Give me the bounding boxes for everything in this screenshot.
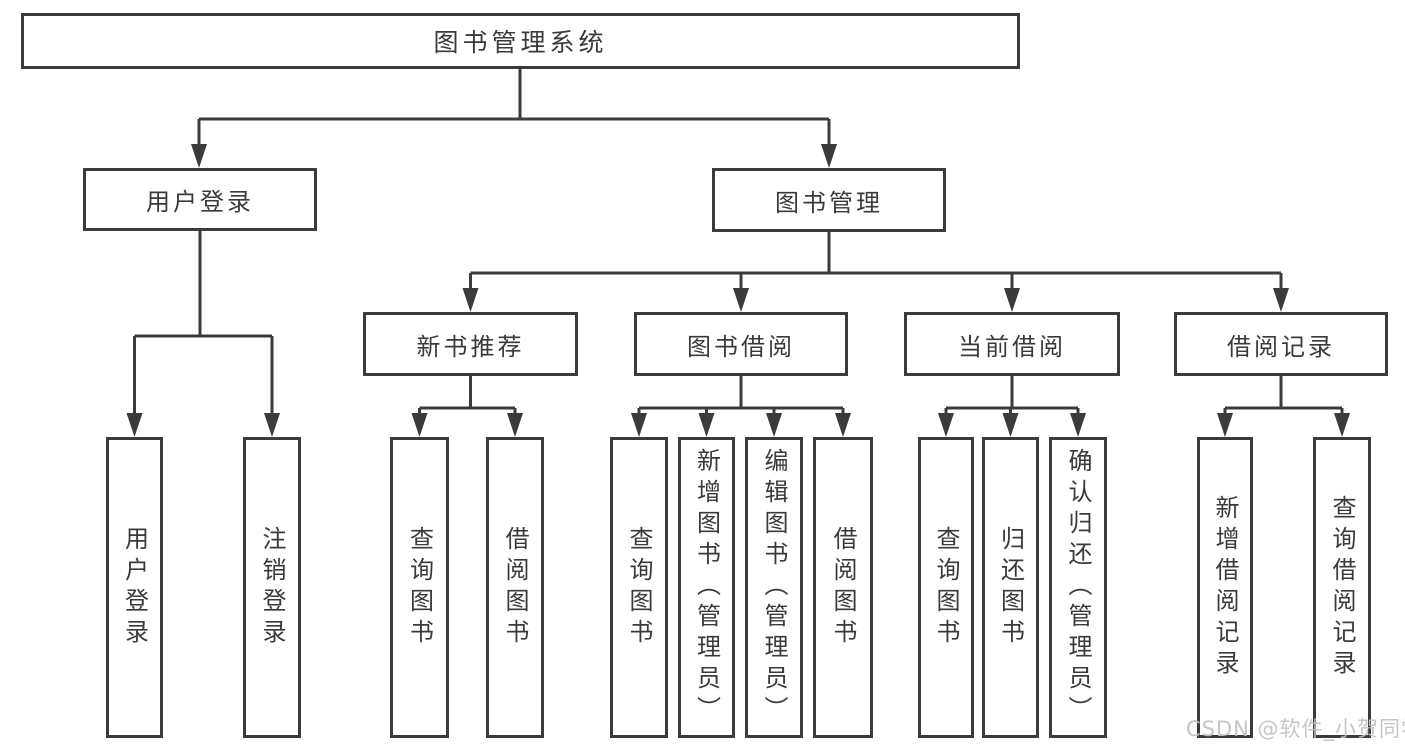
- node-label: 图书管理系统: [433, 28, 608, 57]
- node-label: 新增借阅记录: [1211, 494, 1239, 681]
- leaf-user-login: 用户登录: [106, 437, 163, 738]
- node-label: 借阅图书: [501, 525, 529, 650]
- leaf-recommend-borrow-books: 借阅图书: [486, 437, 544, 738]
- leaf-recommend-query-books: 查询图书: [390, 437, 449, 738]
- node-label: 当前借阅: [958, 332, 1066, 361]
- edge-userlogin-to-leaves: [133, 231, 274, 433]
- node-label: 查询图书: [932, 525, 960, 650]
- leaf-borrowing-edit-books-admin: 编辑图书（管理员）: [745, 437, 803, 738]
- leaf-logout: 注销登录: [243, 437, 301, 738]
- leaf-current-query-books: 查询图书: [918, 437, 974, 738]
- node-label: 查询借阅记录: [1328, 494, 1356, 681]
- edge-bookborrow-to-leaves: [637, 376, 845, 433]
- leaf-borrowing-add-books-admin: 新增图书（管理员）: [678, 437, 735, 738]
- node-label: 编辑图书（管理员）: [760, 448, 788, 727]
- node-label: 新书推荐: [416, 332, 525, 361]
- edge-root-to-level2: [197, 69, 831, 164]
- node-book-borrowing: 图书借阅: [634, 312, 848, 376]
- node-label: 归还图书: [996, 525, 1025, 650]
- node-label: 借阅图书: [829, 525, 857, 650]
- node-borrowing-records: 借阅记录: [1174, 312, 1388, 376]
- node-current-borrowing: 当前借阅: [904, 312, 1120, 376]
- node-label: 确认归还（管理员）: [1064, 448, 1092, 727]
- edge-bookmgmt-to-level3: [469, 232, 1283, 308]
- leaf-current-return-books: 归还图书: [982, 437, 1039, 738]
- node-label: 查询图书: [405, 525, 434, 650]
- node-label: 图书管理: [775, 188, 883, 217]
- edge-newbookrec-to-leaves: [418, 376, 517, 433]
- node-label: 查询图书: [625, 525, 653, 650]
- leaf-borrowing-borrow-books: 借阅图书: [813, 437, 873, 738]
- node-book-management: 图书管理: [712, 168, 946, 232]
- node-label: 新增图书（管理员）: [692, 448, 721, 727]
- node-label: 用户登录: [146, 188, 254, 216]
- node-label: 借阅记录: [1227, 332, 1335, 361]
- node-label: 图书借阅: [687, 332, 795, 361]
- leaf-records-query-borrow-record: 查询借阅记录: [1313, 437, 1371, 738]
- leaf-borrowing-query-books: 查询图书: [610, 437, 668, 738]
- leaf-records-add-borrow-record: 新增借阅记录: [1197, 437, 1253, 738]
- node-root-library-system: 图书管理系统: [21, 13, 1020, 69]
- node-new-book-recommend: 新书推荐: [363, 312, 578, 376]
- node-label: 用户登录: [120, 525, 149, 650]
- leaf-current-confirm-return-admin: 确认归还（管理员）: [1049, 437, 1107, 738]
- csdn-watermark: CSDN @软件_小贺同学: [1186, 717, 1405, 741]
- arrowheads: [126, 144, 1350, 437]
- edge-borrowrecords-to-leaves: [1223, 376, 1344, 433]
- node-user-login: 用户登录: [83, 168, 317, 231]
- node-label: 注销登录: [258, 525, 286, 650]
